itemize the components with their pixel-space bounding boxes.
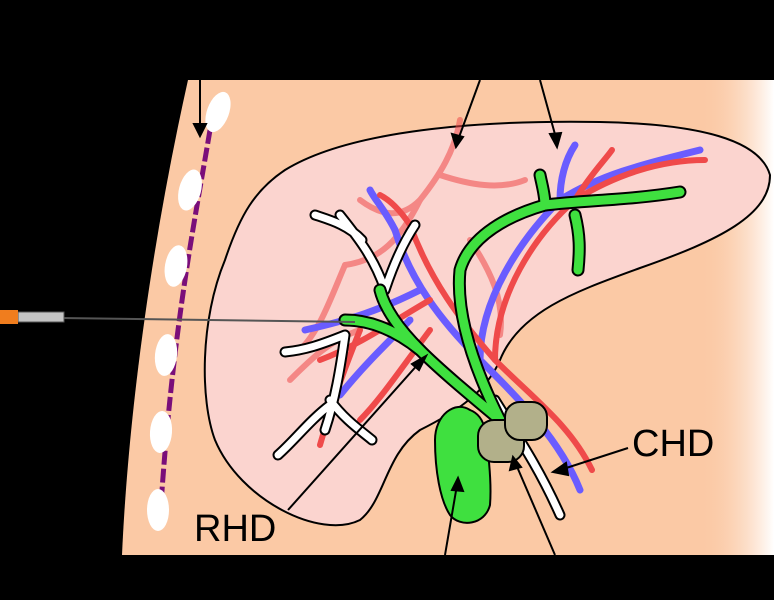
artery-branch xyxy=(572,147,615,203)
gallstone-upper xyxy=(504,401,548,441)
arrow-head xyxy=(450,475,465,493)
bile-duct xyxy=(540,187,685,210)
arrow-head xyxy=(450,132,465,150)
skin-marker-line xyxy=(157,129,213,521)
bile-duct xyxy=(535,170,550,210)
chd-arrow-head xyxy=(550,461,570,477)
bile-duct xyxy=(340,315,425,355)
skin-oval xyxy=(149,411,173,453)
artery-branch xyxy=(287,327,363,383)
skin-oval xyxy=(154,334,178,376)
chd-arrow-line xyxy=(559,447,629,471)
label-rhd: RHD xyxy=(194,508,276,550)
arrow-line xyxy=(457,79,481,141)
skin-oval xyxy=(147,489,169,531)
vein-branch xyxy=(366,186,399,234)
arrow-head xyxy=(508,454,523,472)
skin-oval xyxy=(205,91,231,133)
gallstones xyxy=(477,401,548,463)
arrow-head xyxy=(548,131,563,150)
bile-ducts xyxy=(338,168,687,427)
label-chd: CHD xyxy=(632,423,714,465)
needle-tip-cap xyxy=(0,310,18,324)
bile-duct xyxy=(454,200,550,425)
vein-branch xyxy=(301,286,424,334)
rhd-arrow-line xyxy=(287,361,421,511)
needle-shaft xyxy=(59,317,356,323)
needle-hub xyxy=(17,311,65,323)
arrow-line xyxy=(514,461,556,556)
white-duct xyxy=(274,331,376,459)
white-duct xyxy=(311,211,419,294)
arrow-head xyxy=(192,123,208,139)
artery-branch xyxy=(342,197,423,268)
annotation-arrows xyxy=(192,79,629,556)
rhd-arrow-head xyxy=(410,353,429,372)
skin-marker-ovals xyxy=(147,91,231,531)
artery-branch xyxy=(437,172,528,189)
skin-oval xyxy=(164,245,188,287)
artery-branch xyxy=(377,192,413,228)
vein-branch xyxy=(556,141,579,204)
arrow-line xyxy=(539,79,557,139)
skin-oval xyxy=(178,169,202,211)
bile-duct xyxy=(570,210,584,275)
needle xyxy=(0,310,356,324)
arrow-line xyxy=(444,484,458,556)
